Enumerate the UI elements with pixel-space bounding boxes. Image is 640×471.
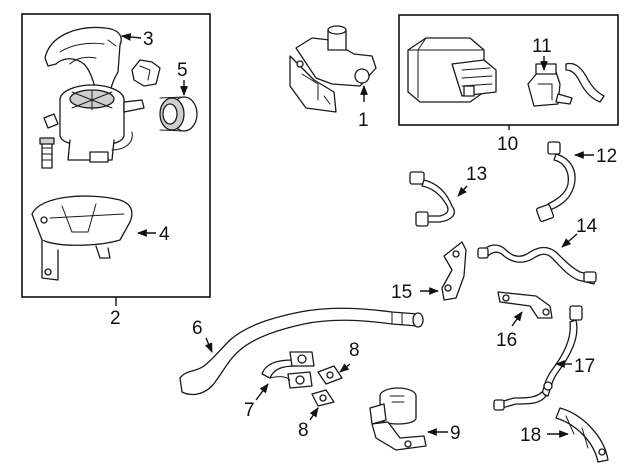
- callout-17: 17: [574, 356, 595, 377]
- callout-7: 7: [244, 400, 255, 421]
- part-16-bracket[interactable]: [497, 291, 553, 319]
- part-small-bracket[interactable]: [131, 59, 161, 87]
- leader-lines: [115, 33, 594, 438]
- charcoal-canister[interactable]: [407, 37, 497, 103]
- part-15-bracket[interactable]: [441, 241, 467, 301]
- callout-5: 5: [177, 60, 188, 81]
- part-8-gasket-lower[interactable]: [311, 389, 335, 407]
- callout-3: 3: [143, 29, 154, 50]
- part-12-sensor[interactable]: [535, 141, 576, 223]
- callout-14: 14: [576, 216, 598, 237]
- part-7-pipe[interactable]: [261, 351, 315, 389]
- part-1-valve[interactable]: [289, 25, 377, 113]
- part-14-sensor[interactable]: [477, 244, 597, 285]
- part-6-hose[interactable]: [179, 307, 424, 396]
- part-9-valve[interactable]: [369, 387, 427, 451]
- air-pump-assembly[interactable]: [43, 84, 145, 163]
- part-18-shield[interactable]: [555, 407, 609, 463]
- callout-18: 18: [520, 425, 541, 446]
- callout-13: 13: [466, 164, 487, 185]
- bolt[interactable]: [39, 137, 55, 169]
- callout-6: 6: [192, 318, 203, 339]
- callout-12: 12: [596, 146, 617, 167]
- callout-2: 2: [110, 308, 121, 329]
- callout-11: 11: [532, 36, 552, 57]
- callout-1: 1: [358, 110, 369, 131]
- callout-10: 10: [497, 134, 518, 155]
- part-13-sensor[interactable]: [409, 171, 455, 227]
- part-5-seal[interactable]: [159, 96, 198, 132]
- canister-hose[interactable]: [565, 62, 605, 103]
- part-8-gasket-upper[interactable]: [317, 365, 343, 385]
- callout-8-lower: 8: [298, 420, 309, 441]
- callout-16: 16: [496, 330, 517, 351]
- part-11-valve[interactable]: [527, 63, 573, 107]
- part-4-bracket[interactable]: [31, 195, 133, 281]
- callout-4: 4: [159, 224, 170, 245]
- part-17-sensor[interactable]: [493, 305, 583, 411]
- callout-15: 15: [391, 282, 412, 303]
- callout-8-upper: 8: [349, 340, 360, 361]
- callout-9: 9: [450, 423, 461, 444]
